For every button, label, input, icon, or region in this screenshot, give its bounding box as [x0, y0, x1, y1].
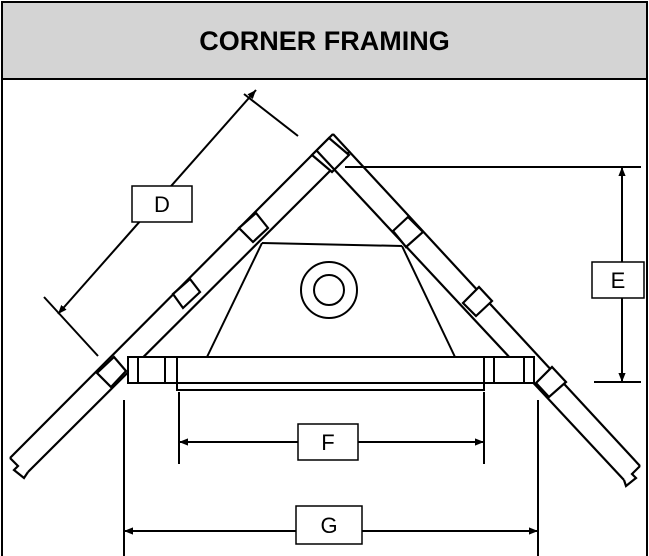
left-top-block [310, 136, 351, 174]
frame-border [1, 78, 648, 556]
right-block-4 [534, 365, 568, 399]
right-framing-wall [316, 133, 641, 488]
flue-outer-ring [300, 261, 358, 319]
flue-inner-ring [313, 274, 345, 306]
dimension-g-label: G [295, 505, 363, 545]
svg-text:E: E [611, 268, 626, 293]
right-block-3 [461, 285, 494, 318]
dimension-f-label: F [297, 423, 359, 461]
right-block-2 [391, 215, 425, 249]
dimension-e-label: E [591, 261, 645, 299]
page-title: CORNER FRAMING [1, 1, 648, 79]
left-block-4 [95, 355, 128, 389]
svg-text:F: F [321, 430, 334, 455]
fireplace-base [127, 356, 535, 391]
dimension-d-label: D [131, 185, 193, 223]
svg-text:G: G [320, 513, 337, 538]
svg-text:D: D [154, 192, 170, 217]
